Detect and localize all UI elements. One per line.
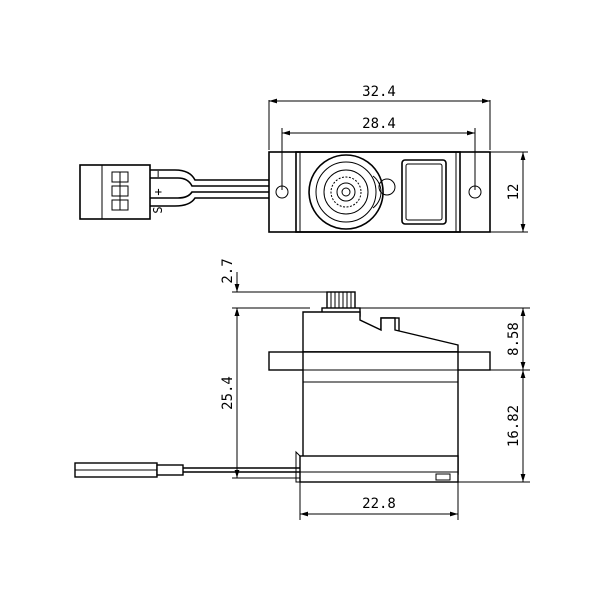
height-label: 12 (506, 184, 522, 201)
total-height-label: 25.4 (220, 376, 236, 410)
spline-height-label: 2.7 (220, 258, 236, 283)
servo-cable-side (74, 462, 300, 478)
dimension-overall-width: 32.4 (268, 84, 491, 150)
body-width-label: 22.8 (362, 496, 396, 512)
dimension-height: 12 (490, 151, 528, 233)
output-spline (308, 154, 396, 230)
servo-body-top (295, 151, 461, 233)
dimension-hole-spacing: 28.4 (281, 116, 476, 190)
dimension-right-sections: 8.58 16.82 (356, 307, 530, 483)
dimension-spline-height: 2.7 (220, 258, 330, 330)
overall-width-label: 32.4 (362, 84, 396, 100)
hole-spacing-label: 28.4 (362, 116, 396, 132)
pin-label-signal: S (151, 206, 165, 213)
top-view: 32.4 28.4 12 (79, 84, 528, 233)
mount-hole-right (468, 185, 482, 199)
mount-hole-left (275, 185, 289, 199)
dimension-body-width: 22.8 (299, 482, 459, 520)
top-cover (302, 311, 459, 353)
top-section-label: 8.58 (506, 322, 522, 356)
pin-label-positive: + (151, 188, 165, 195)
pin-label-negative: − (151, 170, 165, 177)
servo-wires-top (150, 169, 269, 207)
lower-section-label: 16.82 (506, 405, 522, 447)
pot-window (401, 159, 447, 225)
side-view: 2.7 25.4 8.58 16.82 22.8 (74, 258, 530, 520)
dimension-total-height: 25.4 (220, 308, 300, 479)
connector-top: S + − (79, 164, 165, 220)
bottom-cover (299, 455, 459, 483)
servo-body-side (302, 351, 459, 475)
mounting-flange (268, 151, 491, 233)
